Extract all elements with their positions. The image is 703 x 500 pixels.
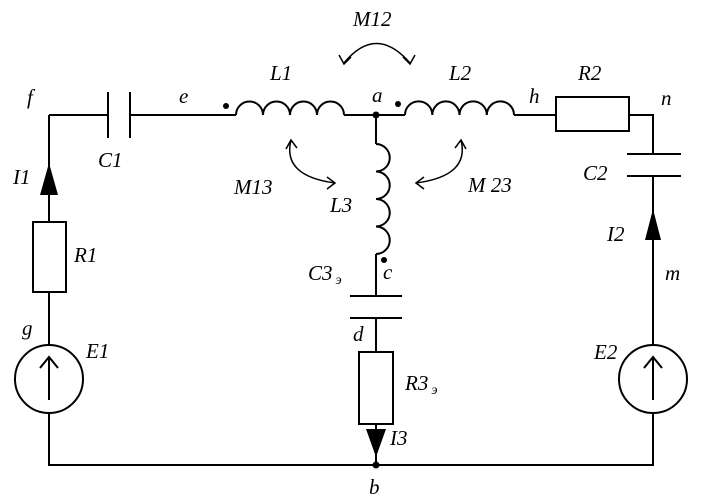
label-i1: I1 <box>12 165 31 189</box>
current-arrow-i1 <box>40 163 58 195</box>
current-arrow-i2 <box>645 209 661 240</box>
label-node-c: c <box>383 260 393 284</box>
wire-r2-c2 <box>629 114 654 154</box>
label-node-a: a <box>372 83 383 107</box>
label-node-b: b <box>369 475 380 499</box>
label-c1: C1 <box>98 148 123 172</box>
capacitor-c2 <box>627 153 681 177</box>
label-node-e: e <box>179 84 188 108</box>
current-arrow-i3 <box>366 429 386 457</box>
mutual-arrow-m13 <box>285 138 337 190</box>
label-node-h: h <box>529 84 540 108</box>
capacitor-c3 <box>350 295 402 319</box>
label-l1: L1 <box>269 61 292 85</box>
label-c2: C2 <box>583 161 608 185</box>
mutual-arrow-m12 <box>338 42 416 66</box>
label-l2: L2 <box>448 61 472 85</box>
label-m23: M 23 <box>467 173 512 197</box>
node-a-dot <box>372 111 380 119</box>
label-l3: L3 <box>329 193 352 217</box>
inductor-l3 <box>375 143 391 255</box>
label-node-m: m <box>665 261 680 285</box>
label-r1: R1 <box>73 243 97 267</box>
label-node-f: f <box>27 85 36 109</box>
label-i3: I3 <box>389 426 408 450</box>
labels: M12 L1 L2 R2 f e a h n C1 I1 C2 M13 M 23… <box>12 7 680 499</box>
label-node-n: n <box>661 86 672 110</box>
resistor-r3 <box>358 351 394 425</box>
label-m12: M12 <box>352 7 392 31</box>
label-r2: R2 <box>577 61 602 85</box>
inductor-l1 <box>235 100 345 116</box>
mutual-arrow-m23 <box>414 138 467 190</box>
label-node-g: g <box>22 316 33 340</box>
polarity-dot-l3 <box>381 257 387 263</box>
resistor-r2 <box>555 96 630 132</box>
capacitor-c1 <box>107 92 131 138</box>
label-i2: I2 <box>606 222 625 246</box>
polarity-dot-l1 <box>223 103 229 109</box>
label-m13: M13 <box>233 175 273 199</box>
wire-bottom-b <box>48 413 654 466</box>
resistor-r1 <box>32 221 67 293</box>
source-e2 <box>618 344 688 414</box>
label-e1: E1 <box>85 339 109 363</box>
polarity-dot-l2 <box>395 101 401 107</box>
label-node-d: d <box>353 322 364 346</box>
label-e2: E2 <box>593 340 618 364</box>
inductor-l2 <box>404 100 515 116</box>
node-b-dot <box>372 461 380 469</box>
wires <box>48 114 654 466</box>
source-e1 <box>14 344 84 414</box>
